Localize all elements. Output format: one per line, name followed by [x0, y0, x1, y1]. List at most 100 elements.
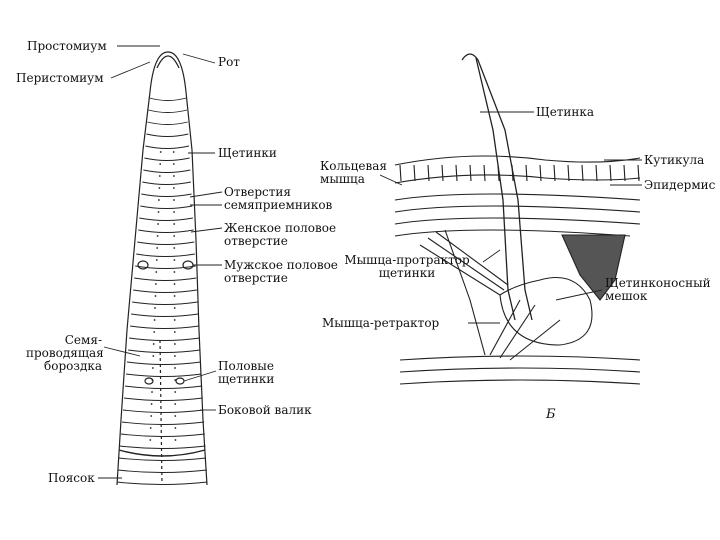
segment-ring	[142, 181, 191, 185]
seta-dot	[150, 415, 153, 417]
retractor-fibers	[489, 299, 561, 361]
segment-ring	[132, 301, 198, 305]
label-genital-setae: Половые щетинки	[218, 359, 275, 386]
leader-lines-right	[379, 111, 642, 324]
seta-dot	[173, 175, 175, 177]
label-seta: Щетинка	[536, 105, 595, 119]
segment-ring	[144, 157, 190, 161]
segment-ring	[135, 265, 196, 269]
epidermis-cell-wall	[469, 164, 472, 182]
epidermis-cell-wall	[525, 164, 528, 182]
seta-dot	[152, 343, 155, 345]
seta-dot	[155, 283, 157, 285]
seta-dot	[174, 355, 176, 357]
male-pore-left	[137, 260, 149, 270]
segment-ring	[137, 241, 195, 245]
segment-ring	[129, 337, 200, 341]
seta-dot	[149, 439, 152, 441]
seta-dot	[157, 223, 160, 225]
epidermis-cell-wall	[427, 164, 430, 182]
seta-dot	[150, 403, 153, 405]
seta-dot	[173, 223, 176, 225]
label-cuticle: Кутикула	[644, 153, 705, 167]
seta-dot	[173, 319, 176, 321]
setae-dots	[149, 151, 177, 441]
earthworm-drawing	[116, 51, 208, 486]
segment-ring	[126, 361, 201, 365]
seta-dot	[158, 175, 161, 177]
label-male-pore: Мужское половое отверстие	[224, 258, 338, 285]
segment-ring	[118, 457, 207, 461]
lateral-ridge-line	[159, 339, 163, 486]
seta-dot	[149, 427, 152, 429]
seta-dot	[173, 187, 175, 189]
label-peristomium: Перистомиум	[16, 71, 104, 85]
segment-ring	[131, 313, 199, 317]
seta-dot	[172, 163, 175, 165]
segment-ring	[120, 433, 205, 437]
seta-dot	[158, 187, 161, 189]
seta-dot	[173, 199, 175, 201]
segment-ring	[139, 217, 193, 221]
epidermis-cell-wall	[609, 164, 612, 182]
segment-ring	[130, 325, 199, 329]
seta-dot	[174, 439, 177, 441]
epidermis-cell-wall	[413, 164, 416, 182]
segment-ring	[128, 349, 201, 353]
seta-dot	[173, 211, 176, 213]
seta-dot	[173, 235, 176, 237]
seta-dot	[173, 283, 176, 285]
segment-ring	[138, 229, 194, 233]
segment-ring	[146, 133, 189, 137]
epidermis-cell-wall	[539, 164, 542, 182]
segment-rings	[116, 97, 208, 485]
seta-dot	[154, 307, 156, 309]
seta-dot	[155, 271, 158, 273]
segment-ring	[133, 289, 197, 293]
segment-ring	[149, 97, 187, 101]
seta-dot	[173, 307, 176, 309]
segment-ring	[140, 205, 193, 209]
epidermis-cell-wall	[441, 164, 444, 182]
segment-ring	[141, 193, 192, 197]
male-pore-right	[182, 260, 194, 270]
seta-dot	[173, 331, 176, 333]
seta-dot	[155, 259, 158, 261]
epidermis-cell-wall	[567, 164, 570, 182]
seta-dot	[157, 211, 160, 213]
epidermis-cell-wall	[637, 164, 640, 182]
seta-dot	[152, 355, 155, 357]
label-retractor: Мышца-ретрактор	[322, 316, 440, 330]
genital-seta-right	[175, 377, 185, 385]
label-female-pore: Женское половое отверстие	[224, 221, 337, 248]
label-epidermis: Эпидермис	[644, 178, 716, 192]
segment-ring	[145, 145, 190, 149]
label-seminal-groove: Семя-проводящая бороздка	[26, 333, 104, 373]
label-protractor: Мышца-протрактор щетинки	[344, 253, 470, 280]
label-mouth: Рот	[218, 55, 240, 69]
segment-ring	[136, 253, 195, 257]
cuticle-layer	[394, 155, 641, 166]
seta-dot	[158, 199, 160, 201]
seta-section-drawing	[394, 53, 641, 385]
protractor-fibers	[419, 229, 509, 356]
epidermis-layer	[394, 174, 641, 184]
label-setae: Щетинки	[218, 146, 277, 160]
label-lateral-ridge: Боковой валик	[218, 403, 312, 417]
seta-dot	[173, 247, 176, 249]
epidermis-cells	[399, 164, 640, 182]
segment-ring	[119, 445, 206, 449]
connective-tissue	[561, 234, 626, 301]
seta-dot	[154, 295, 157, 297]
segment-ring	[134, 277, 197, 281]
label-setal-sac: Щетинконосный мешок	[605, 276, 711, 303]
label-clitellum: Поясок	[48, 471, 95, 485]
longitudinal-muscle	[399, 355, 641, 385]
seta-dot	[174, 403, 177, 405]
segment-ring	[148, 109, 188, 113]
segment-ring	[147, 121, 188, 125]
seta-dot	[153, 319, 156, 321]
seta-dot	[151, 379, 154, 381]
genital-seta-left	[144, 377, 154, 385]
